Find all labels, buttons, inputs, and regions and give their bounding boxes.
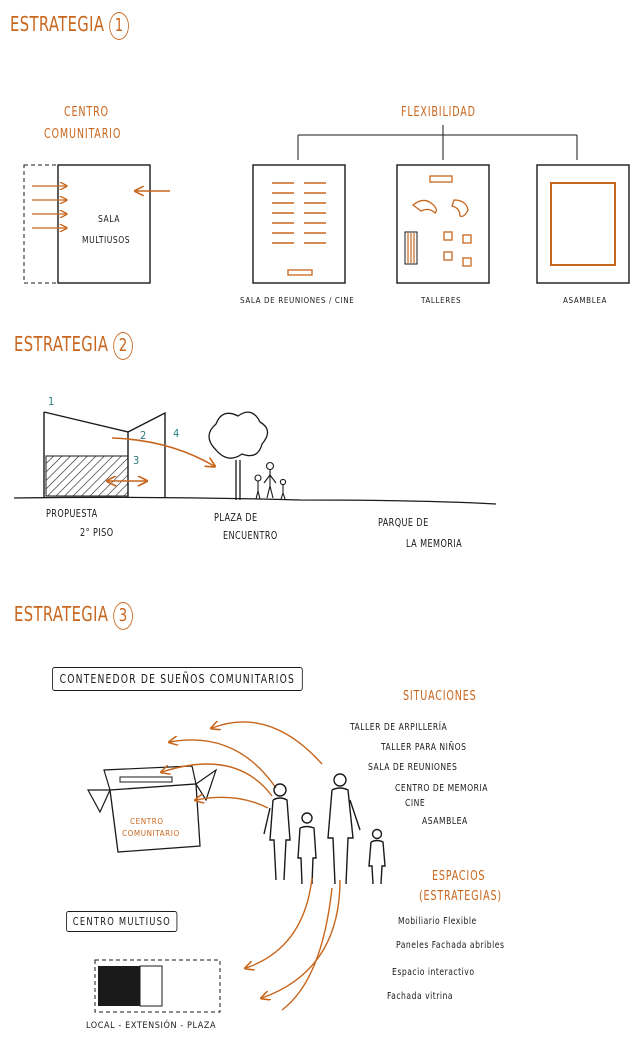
marker-1: 1 — [48, 395, 55, 408]
sala-label-line2: MULTIUSOS — [82, 235, 131, 246]
marker-3: 3 — [133, 454, 140, 467]
situacion-ninos: TALLER PARA NIÑOS — [381, 742, 467, 753]
strategy2-title-text: ESTRATEGIA — [14, 332, 109, 356]
flexibilidad-label: FLEXIBILIDAD — [401, 105, 476, 120]
option-meeting-cinema: SALA DE REUNIONES / CINE — [240, 296, 355, 305]
local-caption: LOCAL - EXTENSIÓN - PLAZA — [86, 1021, 217, 1031]
situacion-reuniones: SALA DE REUNIONES — [368, 762, 458, 773]
parque-line1: PARQUE DE — [378, 516, 429, 529]
assembly-plan — [536, 164, 630, 284]
connection-arrows — [108, 437, 214, 481]
situacion-arpilleria: TALLER DE ARPILLERÍA — [350, 722, 448, 733]
espacio-interactivo: Espacio interactivo — [392, 967, 475, 978]
option-assembly: ASAMBLEA — [563, 296, 607, 305]
strategy1-multiuse-room-diagram — [23, 164, 170, 284]
propuesta-line1: PROPUESTA — [46, 507, 98, 520]
centro-label-line2: COMUNITARIO — [44, 127, 122, 142]
parque-line2: LA MEMORIA — [406, 537, 463, 550]
workshops-plan — [396, 164, 490, 284]
situacion-asamblea: ASAMBLEA — [422, 816, 468, 827]
marker-4: 4 — [173, 427, 180, 440]
flexibility-bracket — [297, 125, 578, 160]
plaza-line2: ENCUENTRO — [223, 529, 278, 542]
tree-icon — [208, 411, 269, 500]
option-workshops: TALLERES — [421, 296, 462, 305]
ground-line — [13, 496, 497, 505]
situaciones-title: SITUACIONES — [403, 689, 477, 704]
box-label-line1: CENTRO — [130, 817, 164, 826]
strategy3-number: 3 — [113, 602, 134, 630]
espacio-paneles: Paneles Fachada abribles — [396, 940, 505, 951]
situacion-cine: CINE — [405, 798, 426, 809]
espacios-line1: ESPACIOS — [432, 869, 486, 884]
centro-multiuso-label: CENTRO MULTIUSO — [66, 911, 178, 932]
strategy3-title-text: ESTRATEGIA — [14, 602, 109, 626]
local-extension-plaza-diagram — [94, 959, 221, 1013]
centro-label-line1: CENTRO — [64, 105, 109, 120]
family-icon — [263, 773, 386, 885]
situacion-memoria: CENTRO DE MEMORIA — [395, 783, 488, 794]
community-box-icon — [86, 765, 218, 853]
marker-2: 2 — [140, 429, 147, 442]
flow-arrows-down — [246, 877, 341, 1011]
box-label-line2: COMUNITARIO — [122, 829, 180, 838]
sala-label-line1: SALA — [98, 214, 120, 225]
meeting-room-plan — [252, 164, 346, 284]
people-small-icon — [254, 461, 287, 500]
propuesta-line2: 2° PISO — [80, 526, 114, 539]
plaza-line1: PLAZA DE — [214, 511, 258, 524]
espacio-vitrina: Fachada vitrina — [387, 991, 454, 1002]
espacio-mobiliario: Mobiliario Flexible — [398, 916, 477, 927]
section-building — [43, 411, 166, 498]
strategy2-number: 2 — [113, 332, 134, 360]
flow-arrows-up — [162, 722, 323, 809]
contenedor-label: CONTENEDOR DE SUEÑOS COMUNITARIOS — [52, 667, 303, 691]
strategy1-number: 1 — [109, 12, 130, 40]
espacios-line2: (ESTRATEGIAS) — [419, 889, 502, 904]
strategy1-title-text: ESTRATEGIA — [10, 12, 105, 36]
